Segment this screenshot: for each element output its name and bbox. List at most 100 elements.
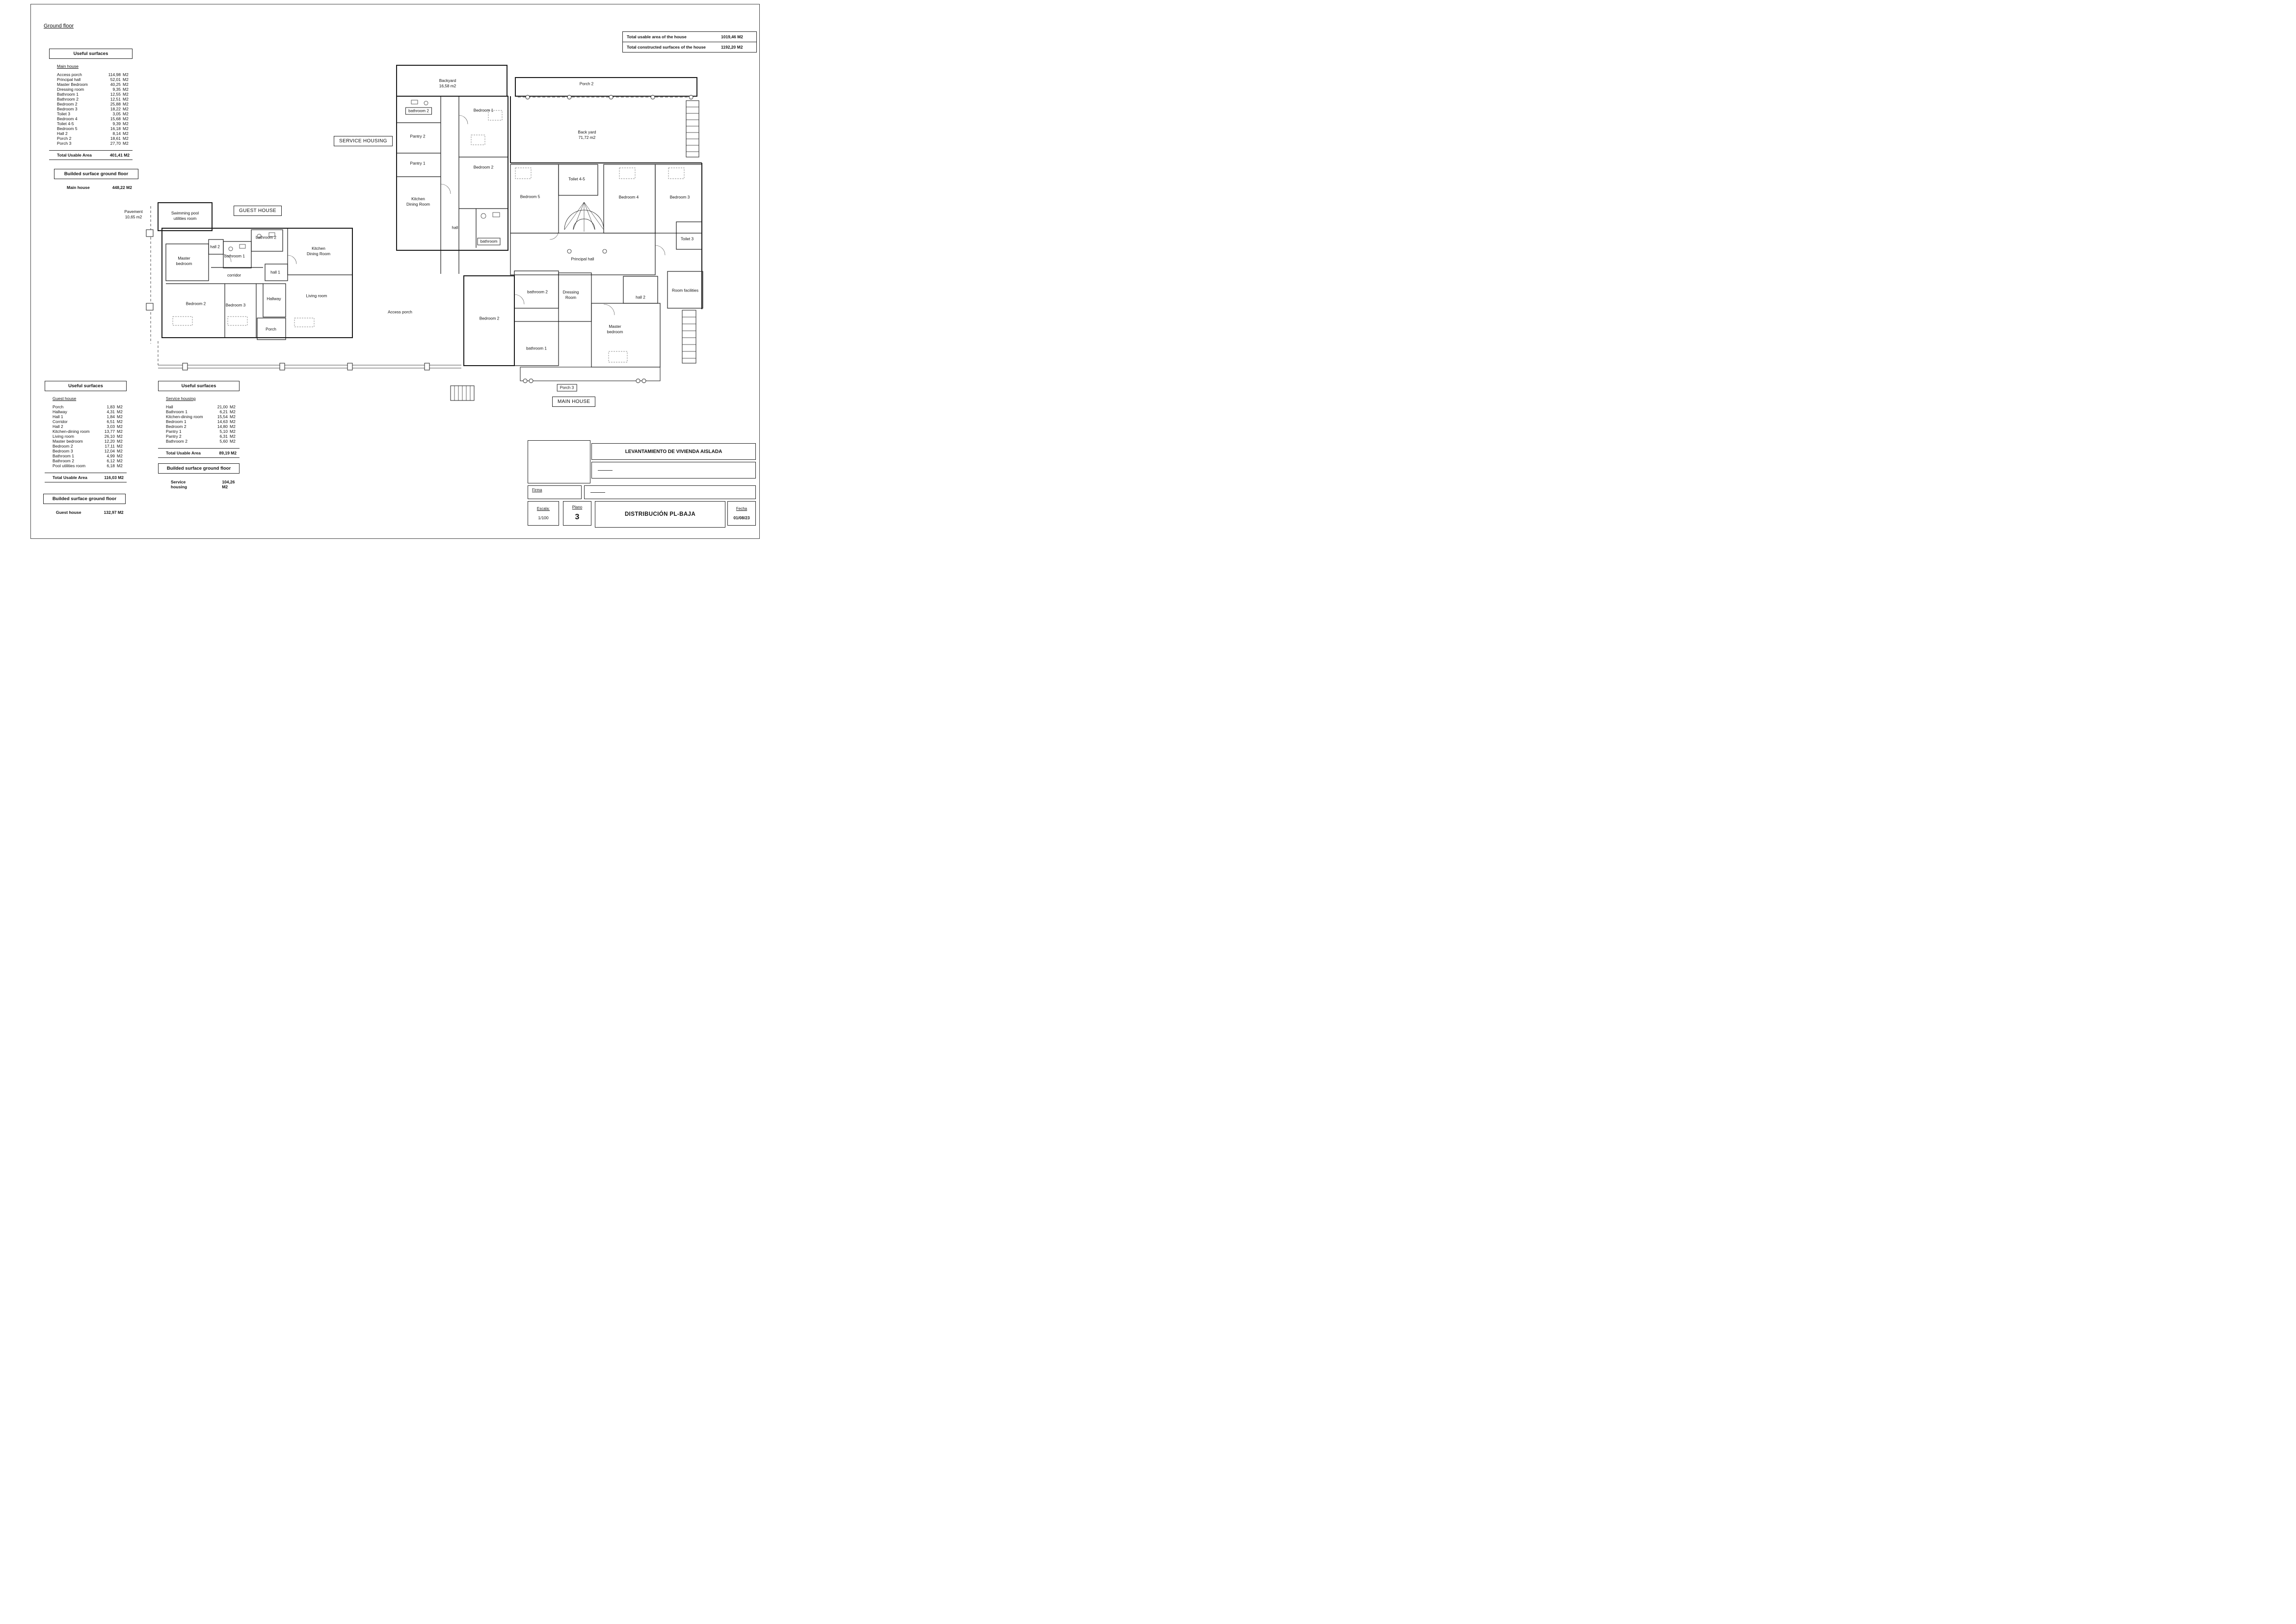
surface-row: Kitchen-dining room 15,54 M2 [166, 414, 236, 420]
surface-row: Bedroom 5 16,18 M2 [57, 126, 129, 132]
surface-row: Principal hall 52,01 M2 [57, 77, 129, 82]
surface-row: Dressing room 9,35 M2 [57, 87, 129, 92]
room-label-bathroom2-guest: bathroom 2 [256, 235, 276, 240]
summary-value: 1019,46 M2 [721, 34, 743, 39]
surface-row: Hall 2 3,03 M2 [53, 424, 123, 429]
panel-title: Builded surface ground floor [158, 463, 240, 474]
room-label-dressing-room: Dressing Room [562, 290, 579, 300]
built-surface-guest-house: Builded surface ground floor Guest house… [43, 494, 126, 515]
placeholder-line [590, 492, 605, 493]
surface-row: Hallway 4,31 M2 [53, 409, 123, 415]
section-label-guest-house: GUEST HOUSE [234, 206, 282, 216]
house-area-summary: Total usable area of the house 1019,46 M… [622, 31, 757, 53]
titleblock-firma-box: Firma [528, 485, 582, 499]
panel-title: Useful surfaces [49, 49, 133, 59]
surface-row: Bedroom 1 14,63 M2 [166, 419, 236, 425]
room-label-pantry1: Pantry 1 [410, 160, 426, 166]
surface-row: Bathroom 1 6,21 M2 [166, 409, 236, 415]
surface-row: Hall 1 1,84 M2 [53, 414, 123, 420]
total-row: Total Usable Area 401,41 M2 [49, 150, 133, 160]
group-label: Service housing [166, 396, 196, 401]
room-label-porch2: Porch 2 [579, 81, 594, 86]
summary-label: Total constructed surfaces of the house [627, 45, 706, 50]
room-label-bedroom4: Bedroom 4 [618, 194, 639, 200]
room-label-porch-guest: Porch [266, 326, 276, 332]
service-housing-walls [396, 65, 508, 274]
room-label-pool-utilities: Swimming pool utilities room [171, 211, 199, 221]
room-label-backyard-main: Back yard 71,72 m2 [578, 130, 596, 140]
built-row: Service housing 104,26 M2 [171, 479, 235, 489]
built-row: Guest house 132,97 M2 [56, 510, 124, 515]
surface-row: Bathroom 1 12,55 M2 [57, 92, 129, 97]
access-porch-boundary [158, 341, 461, 371]
fecha-label: Fecha [736, 506, 748, 511]
room-label-hall1: hall 1 [270, 269, 280, 275]
page-title: Ground floor [44, 23, 74, 29]
surface-row: Bedroom 2 17,11 M2 [53, 444, 123, 449]
surface-row: Corridor 6,51 M2 [53, 419, 123, 425]
summary-label: Total usable area of the house [627, 34, 687, 39]
surface-row: Porch 3 27,70 M2 [57, 141, 129, 146]
titleblock-escala-box: Escala: 1/100 [528, 501, 559, 526]
main-house-walls [450, 77, 703, 401]
surface-row: Kitchen-dining room 13,77 M2 [53, 429, 123, 434]
room-label-pavement: Pavement 10,65 m2 [124, 209, 143, 219]
panel-title: Useful surfaces [45, 381, 127, 391]
room-label-corridor: corridor [227, 272, 241, 278]
titleblock-logo-box [528, 440, 590, 483]
room-label-bedroom2-service: Bedroom 2 [473, 164, 494, 170]
room-label-master-bedroom-guest: Master bedroom [176, 256, 192, 266]
section-label-main-house: MAIN HOUSE [552, 397, 596, 407]
summary-value: 1192,20 M2 [721, 45, 743, 50]
room-label-hall-service: hall [452, 225, 458, 230]
door-swings [223, 115, 666, 316]
room-label-master-bedroom-main: Master bedroom [607, 324, 623, 334]
built-surface-main-house: Builded surface ground floor Main house … [54, 169, 138, 190]
room-label-hall2-main: hall 2 [636, 294, 645, 300]
titleblock-project-title: LEVANTAMIENTO DE VIVIENDA AISLADA [591, 443, 756, 460]
escala-label: Escala: [536, 506, 550, 511]
drawing-sheet: Ground floor Total usable area of the ho… [0, 0, 765, 541]
room-label-bathroom2-service: bathroom 2 [405, 107, 432, 115]
room-label-bedroom3-main: Bedroom 3 [669, 194, 690, 200]
panel-title: Builded surface ground floor [54, 169, 138, 179]
surface-row: Living room 26,10 M2 [53, 434, 123, 439]
firma-label: Firma [532, 488, 542, 492]
plano-label: Plano [572, 505, 583, 509]
room-label-pantry2: Pantry 2 [410, 133, 426, 139]
total-row: Total Usable Area 89,19 M2 [158, 448, 240, 458]
placeholder-line [598, 470, 613, 471]
useful-surfaces-service-housing: Useful surfaces Service housing Hall 21,… [158, 381, 240, 458]
built-row: Main house 448,22 M2 [67, 185, 132, 190]
room-label-bathroom1-main: bathroom 1 [526, 346, 547, 351]
room-label-hall2-guest: hall 2 [210, 244, 220, 249]
surface-row: Hall 21,00 M2 [166, 404, 236, 409]
escala-value: 1/100 [538, 515, 549, 521]
plano-number: 3 [575, 513, 580, 521]
room-label-bathroom-service: bathroom [477, 238, 501, 245]
surface-rows: Hall 21,00 M2 Bathroom 1 6,21 M2 Kitchen… [166, 404, 240, 444]
room-label-toilet3: Toilet 3 [680, 236, 694, 241]
section-label-service-housing: SERVICE HOUSING [334, 136, 393, 146]
surface-row: Bathroom 2 6,12 M2 [53, 458, 123, 464]
surface-row: Bedroom 2 25,88 M2 [57, 102, 129, 107]
room-label-bedroom5: Bedroom 5 [520, 194, 540, 199]
surface-rows: Porch 1,83 M2 Hallway 4,31 M2 Hall 1 1,8… [53, 404, 127, 468]
room-label-porch3: Porch 3 [557, 384, 577, 392]
room-label-room-facilities: Room facilities [672, 288, 698, 293]
titleblock-fecha-box: Fecha 01/08/23 [727, 501, 756, 526]
room-label-bathroom2-main: bathroom 2 [527, 289, 548, 294]
surface-row: Bedroom 4 15,68 M2 [57, 116, 129, 122]
surface-row: Access porch 114,98 M2 [57, 72, 129, 77]
built-surface-service-housing: Builded surface ground floor Service hou… [158, 463, 240, 489]
surface-row: Bathroom 2 12,51 M2 [57, 97, 129, 102]
surface-row: Bathroom 1 4,99 M2 [53, 453, 123, 459]
surface-row: Master bedroom 12,20 M2 [53, 439, 123, 444]
room-label-bathroom1-guest: bathroom 1 [224, 253, 245, 259]
surface-row: Bedroom 2 14,80 M2 [166, 424, 236, 429]
surface-row: Bathroom 2 5,60 M2 [166, 439, 236, 444]
surface-row: Porch 2 18,61 M2 [57, 136, 129, 141]
titleblock-firma-value-box [584, 485, 756, 499]
surface-rows: Access porch 114,98 M2 Principal hall 52… [57, 72, 133, 146]
room-label-kitchen-service: Kitchen Dining Room [406, 196, 430, 207]
